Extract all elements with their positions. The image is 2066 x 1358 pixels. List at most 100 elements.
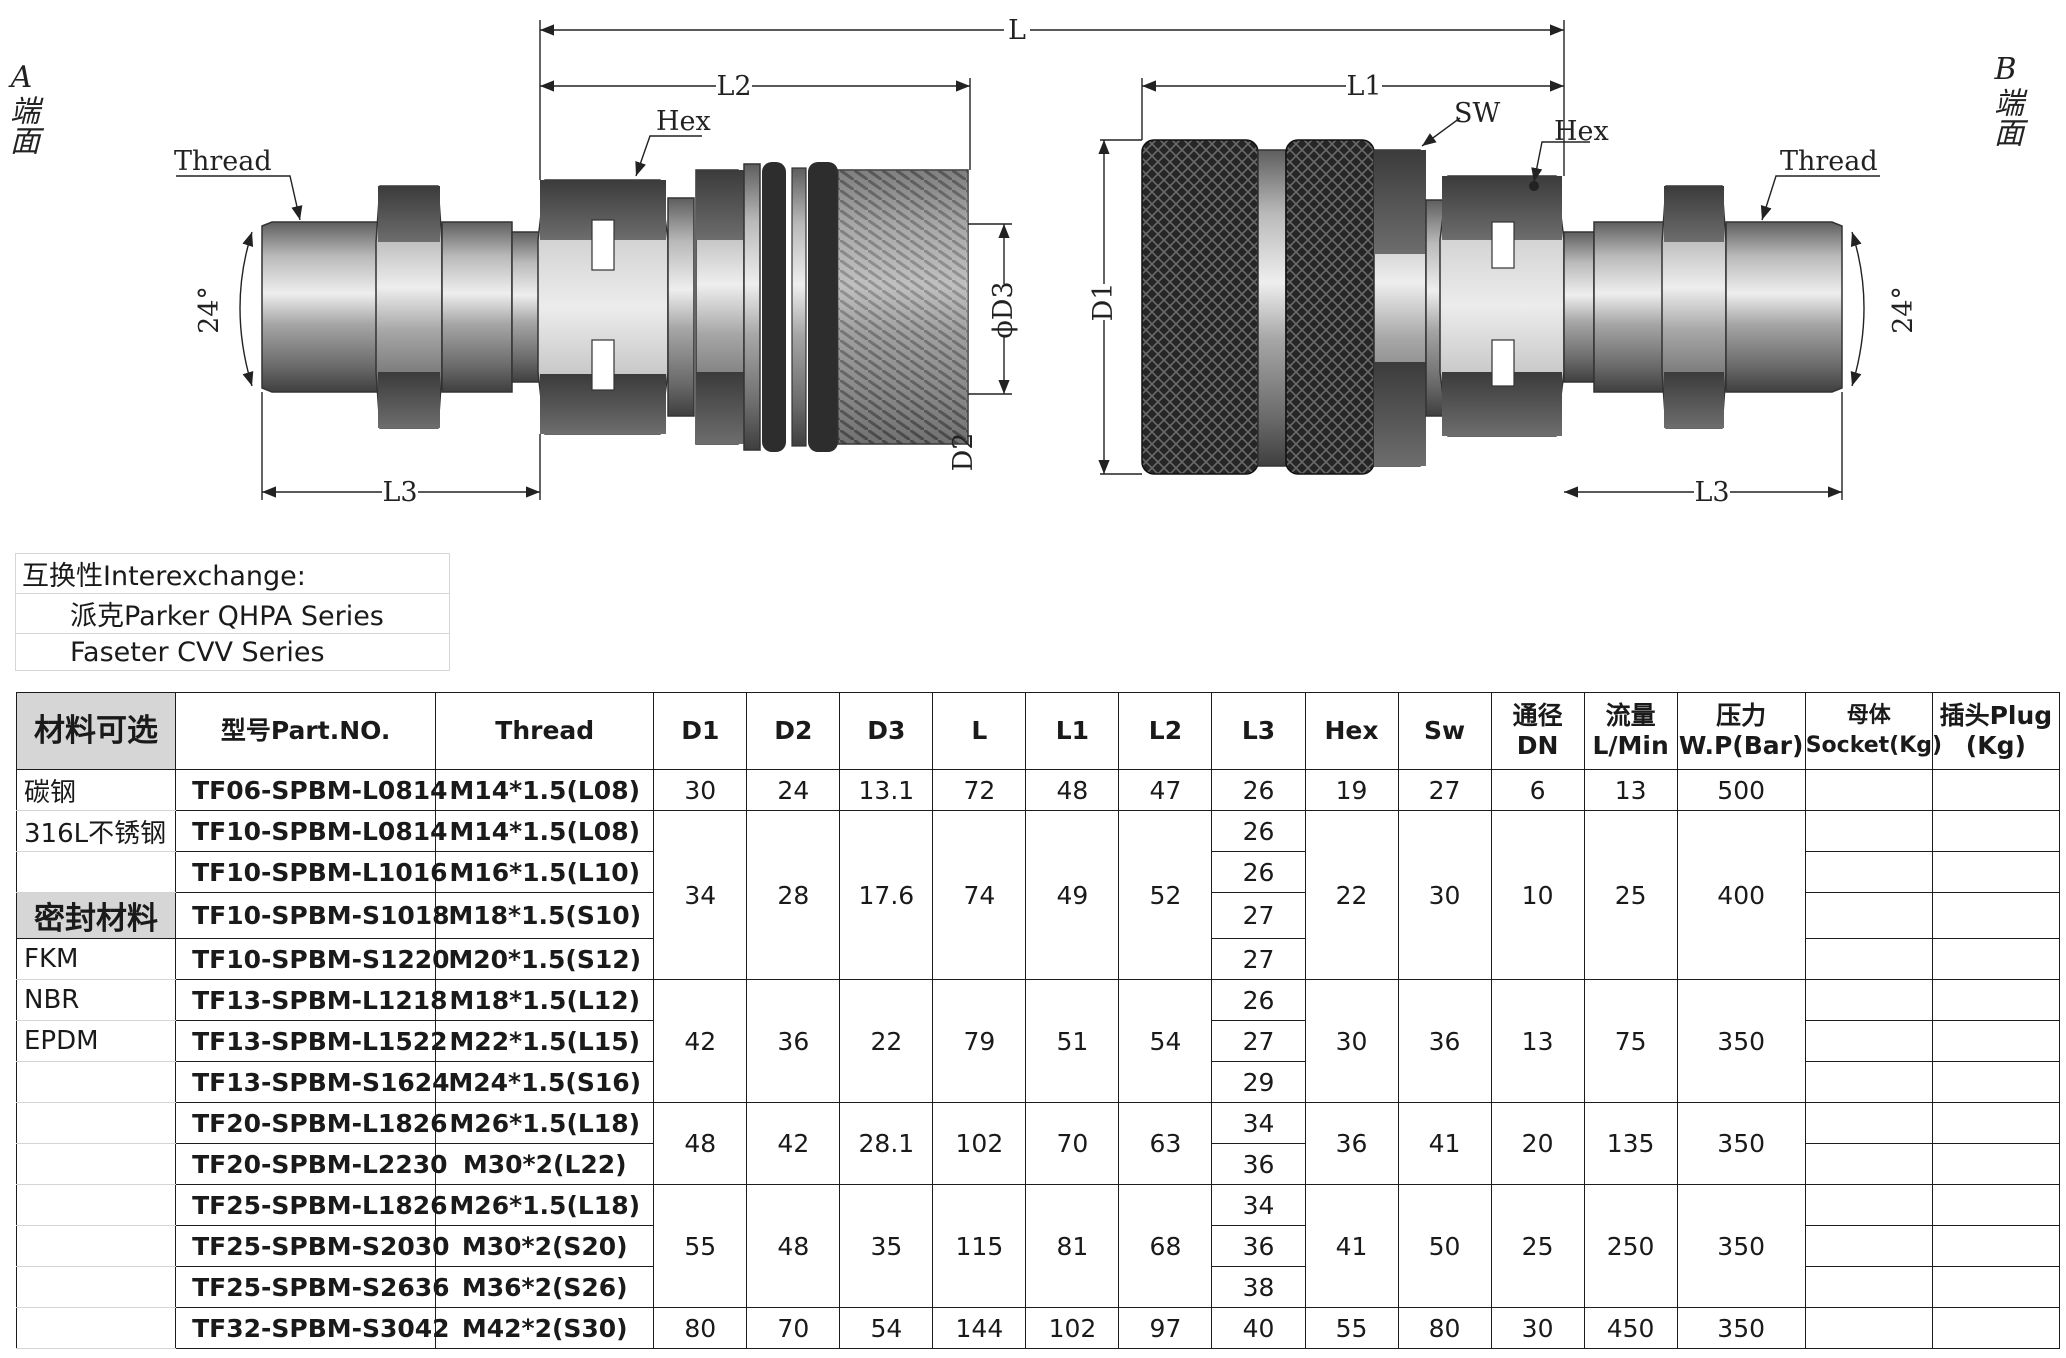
cell-part: TF06-SPBM-L0814 — [175, 769, 448, 811]
cell-d2: 42 — [746, 1102, 841, 1185]
label-L3-left: L3 — [382, 477, 417, 508]
cell-part: TF10-SPBM-L1016 — [175, 851, 448, 893]
label-D2: D2 — [948, 433, 979, 472]
material-cell — [15, 1225, 177, 1267]
label-thread-left: Thread — [174, 146, 272, 177]
cell-thread: M16*1.5(L10) — [435, 851, 655, 893]
cell-hex: 36 — [1304, 1102, 1399, 1185]
header-sw: Sw — [1397, 692, 1492, 770]
cell-l3: 36 — [1211, 1143, 1306, 1185]
cell-socket-weight — [1804, 1307, 1933, 1349]
cell-dn: 6 — [1490, 769, 1585, 811]
cell-part: TF13-SPBM-S1624 — [175, 1061, 450, 1103]
cell-part: TF32-SPBM-S3042 — [175, 1307, 450, 1349]
cell-plug-weight — [1931, 1184, 2061, 1226]
cell-plug-weight — [1931, 769, 2061, 811]
header-l2: L2 — [1118, 692, 1213, 770]
cell-l1: 48 — [1025, 769, 1120, 811]
cell-dn: 20 — [1490, 1102, 1585, 1185]
header-hex: Hex — [1304, 692, 1399, 770]
cell-thread: M24*1.5(S16) — [435, 1061, 655, 1103]
cell-plug-weight — [1931, 1061, 2061, 1103]
material-cell — [15, 851, 177, 893]
header-material: 材料可选 — [15, 692, 177, 770]
cell-socket-weight — [1804, 1102, 1933, 1144]
material-cell — [15, 1266, 177, 1308]
material-cell: 密封材料 — [15, 892, 177, 939]
cell-d2: 28 — [746, 810, 841, 980]
label-thread-right: Thread — [1780, 146, 1878, 177]
cell-thread: M14*1.5(L08) — [435, 769, 655, 811]
cell-l1: 81 — [1025, 1184, 1120, 1308]
cell-sw: 30 — [1397, 810, 1492, 980]
cell-socket-weight — [1804, 979, 1933, 1021]
cell-socket-weight — [1804, 1184, 1933, 1226]
label-angle-left: 24° — [194, 286, 225, 334]
cell-flow: 13 — [1583, 769, 1678, 811]
header-d3: D3 — [839, 692, 934, 770]
cell-d3: 13.1 — [839, 769, 934, 811]
cell-l3: 27 — [1211, 1020, 1306, 1062]
cell-flow: 250 — [1583, 1184, 1678, 1308]
cell-part: TF20-SPBM-L2230 — [175, 1143, 448, 1185]
cell-hex: 55 — [1304, 1307, 1399, 1349]
interchange-box: 互换性Interexchange: 派克Parker QHPA Series F… — [15, 553, 450, 671]
header-d2: D2 — [746, 692, 841, 770]
cell-part: TF25-SPBM-S2636 — [175, 1266, 450, 1308]
cell-hex: 19 — [1304, 769, 1399, 811]
dimension-labels: L L2 L1 L3 L3 Thread Hex SW Hex Thread 2… — [174, 14, 1919, 508]
label-D1: D1 — [1088, 283, 1119, 322]
cell-d1: 80 — [653, 1307, 748, 1349]
cell-l3: 26 — [1211, 851, 1306, 893]
socket-half-a — [261, 162, 969, 452]
header-l3: L3 — [1211, 692, 1306, 770]
label-L: L — [1008, 15, 1026, 46]
cell-hex: 41 — [1304, 1184, 1399, 1308]
cell-d3: 22 — [839, 979, 934, 1103]
cell-part: TF25-SPBM-S2030 — [175, 1225, 450, 1267]
interchange-item: 派克Parker QHPA Series — [15, 593, 450, 634]
cell-hex: 30 — [1304, 979, 1399, 1103]
cell-thread: M26*1.5(L18) — [435, 1184, 655, 1226]
cell-wp: 350 — [1676, 1307, 1806, 1349]
cell-dn: 10 — [1490, 810, 1585, 980]
cell-part: TF10-SPBM-L0814 — [175, 810, 448, 852]
cell-socket-weight — [1804, 938, 1933, 980]
cell-sw: 36 — [1397, 979, 1492, 1103]
cell-wp: 500 — [1676, 769, 1806, 811]
coupling-drawing: L L2 L1 L3 L3 Thread Hex SW Hex Thread 2… — [174, 14, 1919, 508]
cell-part: TF20-SPBM-L1826 — [175, 1102, 448, 1144]
cell-plug-weight — [1931, 851, 2061, 893]
cell-socket-weight — [1804, 1061, 1933, 1103]
cell-dn: 25 — [1490, 1184, 1585, 1308]
cell-socket-weight — [1804, 1225, 1933, 1267]
side-b-label: B端面 — [1988, 52, 2023, 147]
cell-thread: M18*1.5(L12) — [435, 979, 655, 1021]
cell-plug-weight — [1931, 1266, 2061, 1308]
cell-part: TF25-SPBM-L1826 — [175, 1184, 448, 1226]
cell-socket-weight — [1804, 892, 1933, 939]
cell-d1: 34 — [653, 810, 748, 980]
cell-sw: 27 — [1397, 769, 1492, 811]
cell-l1: 49 — [1025, 810, 1120, 980]
cell-d1: 48 — [653, 1102, 748, 1185]
cell-l3: 29 — [1211, 1061, 1306, 1103]
cell-thread: M20*1.5(S12) — [435, 938, 655, 980]
cell-l: 72 — [932, 769, 1027, 811]
material-cell: 316L不锈钢 — [15, 810, 177, 852]
cell-part: TF10-SPBM-S1220 — [175, 938, 450, 980]
cell-d2: 70 — [746, 1307, 841, 1349]
cell-l3: 40 — [1211, 1307, 1306, 1349]
header-l: L — [932, 692, 1027, 770]
cell-hex: 22 — [1304, 810, 1399, 980]
cell-wp: 400 — [1676, 810, 1806, 980]
cell-d3: 28.1 — [839, 1102, 934, 1185]
cell-d2: 36 — [746, 979, 841, 1103]
